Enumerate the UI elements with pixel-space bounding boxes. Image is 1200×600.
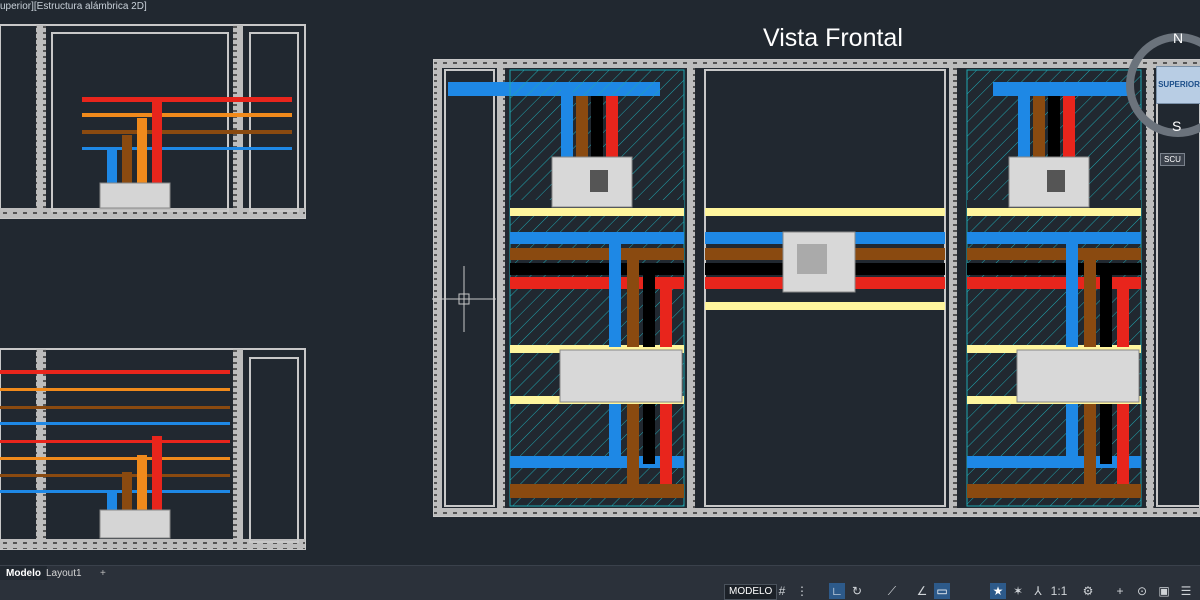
status-bar xyxy=(0,580,1200,600)
compass-south-label[interactable]: S xyxy=(1172,118,1182,134)
annotation-visibility-icon[interactable]: ★ xyxy=(990,583,1006,599)
viewport-label[interactable]: uperior][Estructura alámbrica 2D] xyxy=(0,1,147,12)
object-snap-icon[interactable]: ∠ xyxy=(916,584,928,598)
lineweight-icon[interactable]: ▭ xyxy=(934,583,950,599)
hardware-accel-icon[interactable]: ▣ xyxy=(1158,584,1170,598)
isolate-icon[interactable]: ⊙ xyxy=(1136,584,1148,598)
layout-tabs-bar: Modelo Layout1 + xyxy=(0,565,1200,581)
scale-label[interactable]: 1:1 xyxy=(1050,584,1068,598)
top-view-lower xyxy=(0,348,306,550)
tab-layout1[interactable]: Layout1 xyxy=(46,568,82,579)
compass-north-label[interactable]: N xyxy=(1173,30,1184,46)
viewcube-top-face[interactable]: SUPERIOR xyxy=(1156,66,1200,104)
front-view xyxy=(432,59,1200,517)
fullscreen-icon[interactable]: ☰ xyxy=(1180,584,1192,598)
autoscale-icon[interactable]: ✶ xyxy=(1012,584,1024,598)
cad-drawing xyxy=(0,24,1200,550)
drawing-title: Vista Frontal xyxy=(763,24,903,52)
model-space-button[interactable]: MODELO xyxy=(724,584,778,600)
compass-ring[interactable] xyxy=(1126,33,1200,137)
plus-icon[interactable]: + xyxy=(1116,584,1124,598)
annotation-scale-icon[interactable]: ⅄ xyxy=(1034,584,1042,598)
grid-icon[interactable]: # xyxy=(778,584,786,598)
add-layout-button[interactable]: + xyxy=(100,568,106,579)
polar-icon[interactable]: ↻ xyxy=(851,584,863,598)
snap-icon[interactable]: ⋮ xyxy=(796,584,808,598)
tab-model[interactable]: Modelo xyxy=(0,566,47,581)
top-view-upper xyxy=(0,24,306,219)
wcs-menu[interactable]: SCU xyxy=(1160,153,1185,166)
gear-icon[interactable]: ⚙ xyxy=(1082,584,1094,598)
ortho-icon[interactable]: ∟ xyxy=(829,583,845,599)
isodraft-icon[interactable]: ⟋ xyxy=(887,584,897,598)
